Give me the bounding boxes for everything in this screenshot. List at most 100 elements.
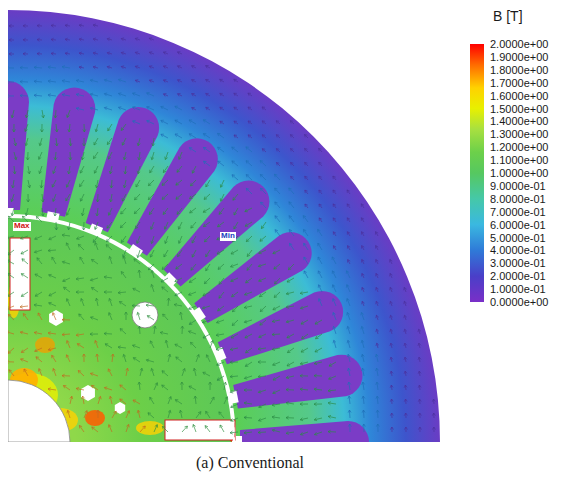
flux-vector xyxy=(133,288,140,292)
flux-vector xyxy=(192,80,196,83)
flux-vector xyxy=(182,426,187,432)
flux-vector xyxy=(347,312,350,320)
flux-vector xyxy=(303,216,308,222)
flux-vector xyxy=(23,314,28,320)
flux-vector xyxy=(79,24,84,27)
flux-vector xyxy=(231,404,238,408)
flux-vector xyxy=(347,299,350,306)
flux-vector xyxy=(123,180,126,188)
figure-caption: (a) Conventional xyxy=(196,454,304,472)
flux-vector xyxy=(286,305,294,308)
flux-vector xyxy=(66,299,70,306)
flux-vector xyxy=(36,357,42,362)
flux-vector xyxy=(194,396,197,404)
flux-vector xyxy=(163,94,168,97)
flux-vector xyxy=(181,326,184,334)
flux-vector xyxy=(291,176,294,180)
flux-vector xyxy=(272,320,280,323)
flux-vector xyxy=(25,124,28,131)
flux-vector xyxy=(96,410,99,418)
flux-vector xyxy=(328,415,336,418)
flux-vector xyxy=(319,190,322,194)
flux-vector xyxy=(21,359,28,362)
flux-vector xyxy=(96,208,99,216)
flux-vector xyxy=(232,306,238,312)
flux-vector xyxy=(220,425,224,432)
flux-vector xyxy=(11,110,14,118)
flux-vector xyxy=(81,299,84,306)
flux-vector xyxy=(79,38,84,41)
flux-vector xyxy=(328,430,336,433)
flux-vector xyxy=(140,368,143,376)
slot xyxy=(8,81,29,217)
flux-vector xyxy=(20,305,28,308)
flux-vector xyxy=(121,208,126,214)
flux-vector xyxy=(165,152,168,160)
flux-vector xyxy=(176,180,182,185)
flux-vector xyxy=(231,250,238,254)
color-bar-tick: 1.5000e+00 xyxy=(490,102,548,114)
flux-vector xyxy=(162,426,168,432)
flux-vector xyxy=(290,121,294,124)
flux-vector xyxy=(258,375,266,378)
flux-vector xyxy=(104,93,112,96)
flux-vector xyxy=(180,312,183,320)
flux-vector xyxy=(288,264,294,270)
flux-vector xyxy=(80,166,84,173)
flux-vector xyxy=(333,313,336,320)
flux-vector xyxy=(318,271,322,278)
flux-vector xyxy=(206,65,210,68)
flux-vector xyxy=(64,287,70,292)
flux-vector xyxy=(418,343,421,348)
flux-vector xyxy=(362,396,365,404)
flux-vector xyxy=(260,236,266,241)
flux-vector xyxy=(93,24,98,27)
flux-vector xyxy=(246,147,252,152)
hot-spot xyxy=(35,337,55,353)
flux-vector xyxy=(375,232,378,236)
flux-vector xyxy=(63,386,70,390)
flux-vector xyxy=(193,424,196,432)
flux-vector xyxy=(273,390,280,394)
flux-vector xyxy=(305,204,308,208)
flux-vector xyxy=(154,383,158,390)
flux-vector xyxy=(189,120,196,124)
flux-vector xyxy=(347,354,350,362)
flux-vector xyxy=(108,313,112,320)
flux-vector xyxy=(333,176,336,180)
flux-vector xyxy=(314,418,322,421)
flux-vector xyxy=(234,121,238,124)
flux-vector xyxy=(66,208,70,215)
flux-vector xyxy=(300,403,308,406)
flux-vector xyxy=(162,264,168,269)
flux-vector xyxy=(404,343,407,348)
flux-vector xyxy=(165,236,168,243)
flux-vector xyxy=(300,291,308,294)
flux-vector xyxy=(110,194,113,202)
flux-vector xyxy=(62,94,70,97)
flux-vector xyxy=(104,79,112,82)
flux-vector xyxy=(232,320,238,326)
flux-vector xyxy=(67,410,70,418)
flux-vector xyxy=(219,412,224,418)
flux-vector xyxy=(8,348,14,353)
flux-vector xyxy=(104,276,112,279)
flux-vector xyxy=(8,331,14,334)
flux-vector xyxy=(104,387,112,390)
flux-vector xyxy=(362,273,365,278)
flux-vector xyxy=(231,264,238,267)
flux-vector xyxy=(232,147,238,152)
flux-vector xyxy=(203,222,210,227)
flux-vector xyxy=(216,348,224,351)
flux-vector xyxy=(149,66,154,69)
flux-vector xyxy=(246,348,252,353)
flux-vector xyxy=(49,274,56,278)
flux-vector xyxy=(76,333,84,336)
flux-vector xyxy=(189,306,196,310)
flux-vector xyxy=(418,371,421,376)
flux-vector xyxy=(219,278,224,284)
flux-vector xyxy=(189,278,196,282)
flux-vector xyxy=(138,270,141,278)
flux-vector xyxy=(98,396,101,404)
flux-vector xyxy=(62,66,70,69)
